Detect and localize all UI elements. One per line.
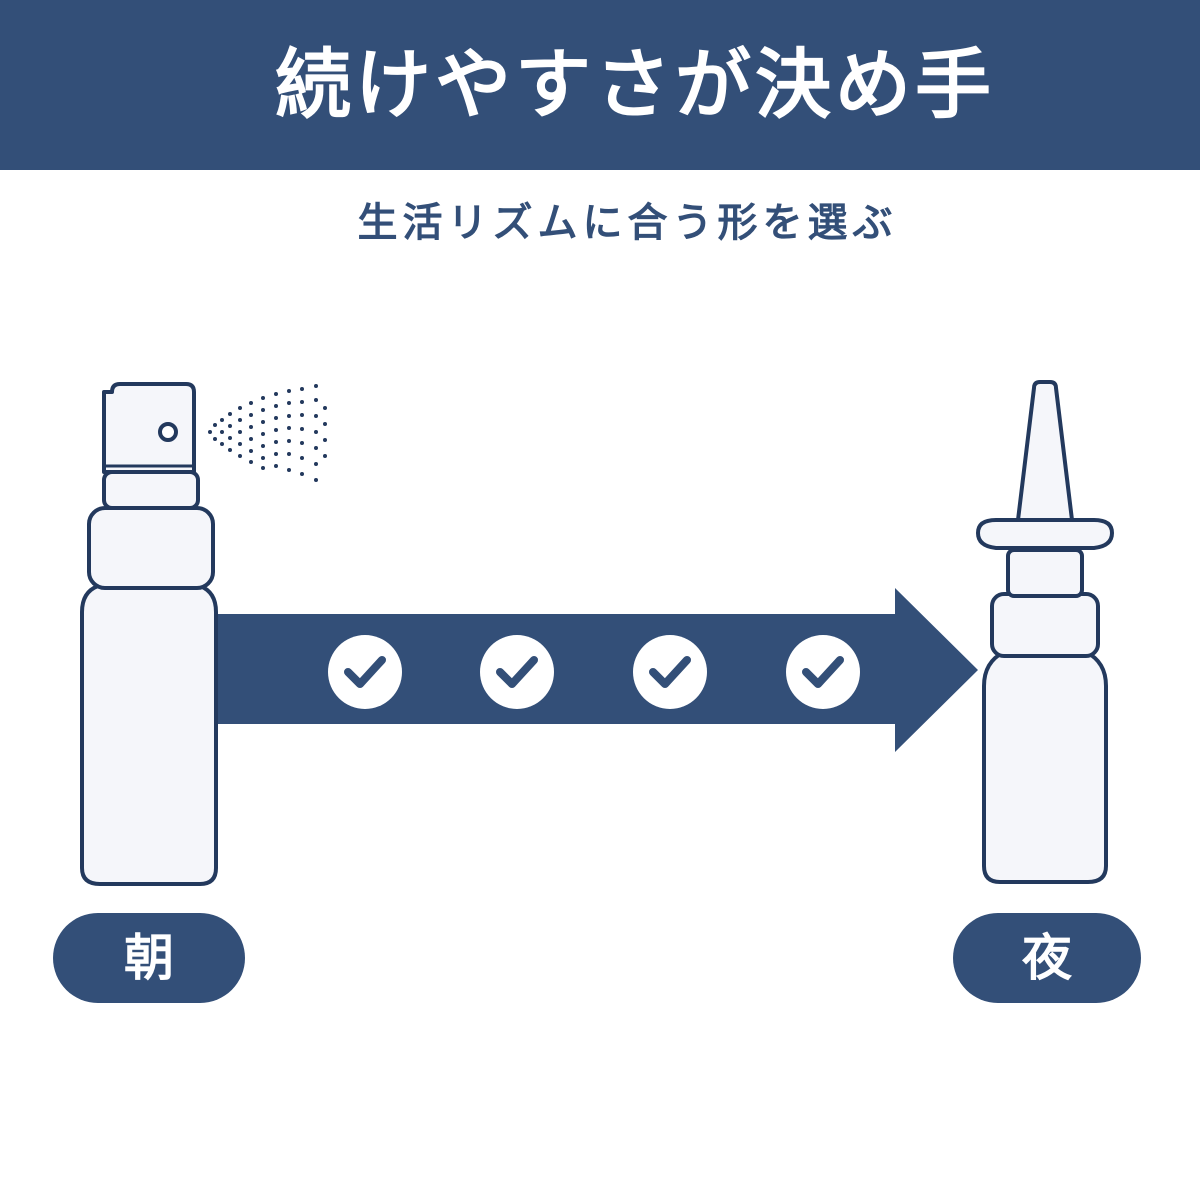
- header-banner: [0, 0, 1200, 170]
- page-subtitle: 生活リズムに合う形を選ぶ: [357, 200, 898, 246]
- spray-bottle-icon: [80, 382, 218, 886]
- check-icon: [786, 635, 860, 709]
- check-icon: [633, 635, 707, 709]
- night-label: 夜: [953, 913, 1141, 1003]
- page-title: 続けやすさが決め手: [275, 40, 995, 129]
- check-icon: [480, 635, 554, 709]
- check-icon: [328, 635, 402, 709]
- nasal-spray-bottle-icon: [976, 380, 1114, 884]
- arrow-right-icon: [215, 588, 978, 752]
- morning-label: 朝: [53, 913, 245, 1003]
- spray-mist-icon: [208, 384, 327, 482]
